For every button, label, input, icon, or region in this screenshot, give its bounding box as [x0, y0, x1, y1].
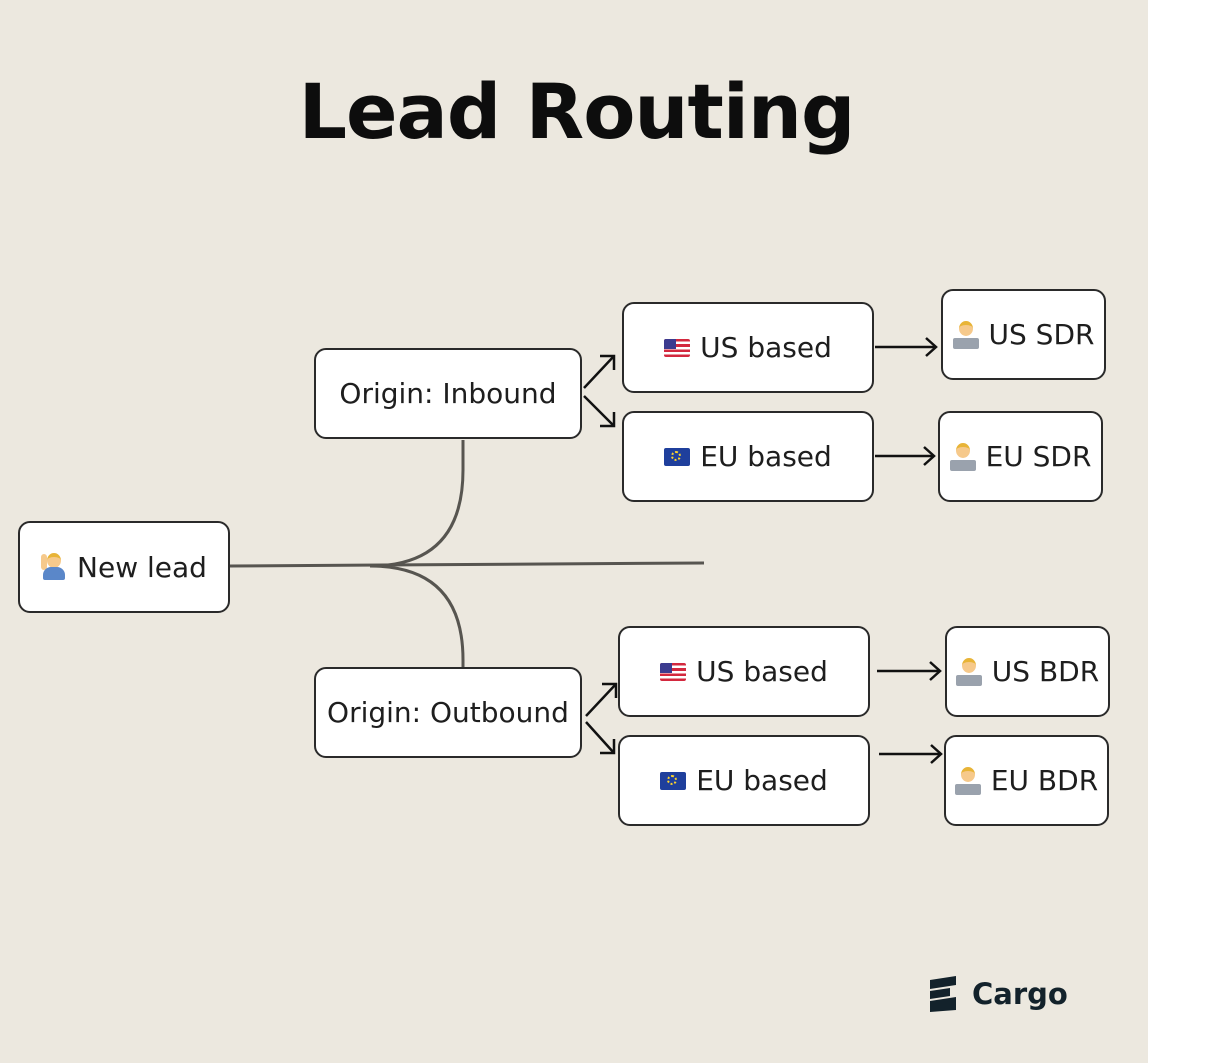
- inbound-us-based-label: US based: [700, 331, 832, 364]
- cargo-logo: Cargo: [926, 974, 1068, 1014]
- person-raising-hand-icon: [41, 552, 67, 582]
- outbound-us-based-node: US based: [618, 626, 870, 717]
- us-sdr-label: US SDR: [988, 318, 1095, 351]
- us-flag-icon: [664, 338, 691, 357]
- origin-outbound-node: Origin: Outbound: [314, 667, 582, 758]
- technologist-icon: [949, 442, 976, 472]
- technologist-icon: [952, 320, 979, 350]
- eu-to-eu-bdr-arrow: [879, 744, 943, 764]
- us-sdr-node: US SDR: [941, 289, 1106, 380]
- inbound-eu-based-label: EU based: [700, 440, 832, 473]
- inbound-to-eu-arrow: [583, 395, 616, 428]
- outbound-eu-based-label: EU based: [696, 764, 828, 797]
- trunk-connector: [229, 561, 705, 568]
- connector-layer: [229, 337, 943, 764]
- eu-bdr-node: EU BDR: [944, 735, 1109, 826]
- outbound-to-eu-arrow: [585, 721, 616, 755]
- us-bdr-label: US BDR: [991, 655, 1100, 688]
- eu-flag-icon: [660, 771, 687, 790]
- eu-flag-icon: [664, 447, 691, 466]
- eu-sdr-node: EU SDR: [938, 411, 1103, 502]
- origin-outbound-label: Origin: Outbound: [327, 696, 569, 729]
- eu-sdr-label: EU SDR: [985, 440, 1092, 473]
- outbound-to-us-arrow: [585, 682, 618, 717]
- diagram-canvas: Lead Routing: [0, 0, 1148, 1063]
- origin-inbound-node: Origin: Inbound: [314, 348, 582, 439]
- new-lead-node: New lead: [18, 521, 230, 613]
- technologist-icon: [955, 657, 982, 687]
- inbound-branch-connector: [369, 440, 465, 568]
- outbound-us-based-label: US based: [696, 655, 828, 688]
- inbound-to-us-arrow: [583, 354, 616, 389]
- us-to-us-sdr-arrow: [875, 337, 938, 357]
- us-bdr-node: US BDR: [945, 626, 1110, 717]
- eu-bdr-label: EU BDR: [990, 764, 1099, 797]
- inbound-eu-based-node: EU based: [622, 411, 874, 502]
- cargo-logo-icon: [930, 976, 956, 1012]
- outbound-eu-based-node: EU based: [618, 735, 870, 826]
- us-to-us-bdr-arrow: [877, 661, 942, 681]
- diagram-title: Lead Routing: [298, 67, 856, 156]
- us-flag-icon: [660, 662, 687, 681]
- brand-name: Cargo: [972, 977, 1068, 1011]
- inbound-us-based-node: US based: [622, 302, 874, 393]
- origin-inbound-label: Origin: Inbound: [339, 377, 557, 410]
- technologist-icon: [954, 766, 981, 796]
- new-lead-label: New lead: [77, 550, 207, 584]
- eu-to-eu-sdr-arrow: [875, 446, 936, 466]
- outbound-branch-connector: [369, 564, 465, 667]
